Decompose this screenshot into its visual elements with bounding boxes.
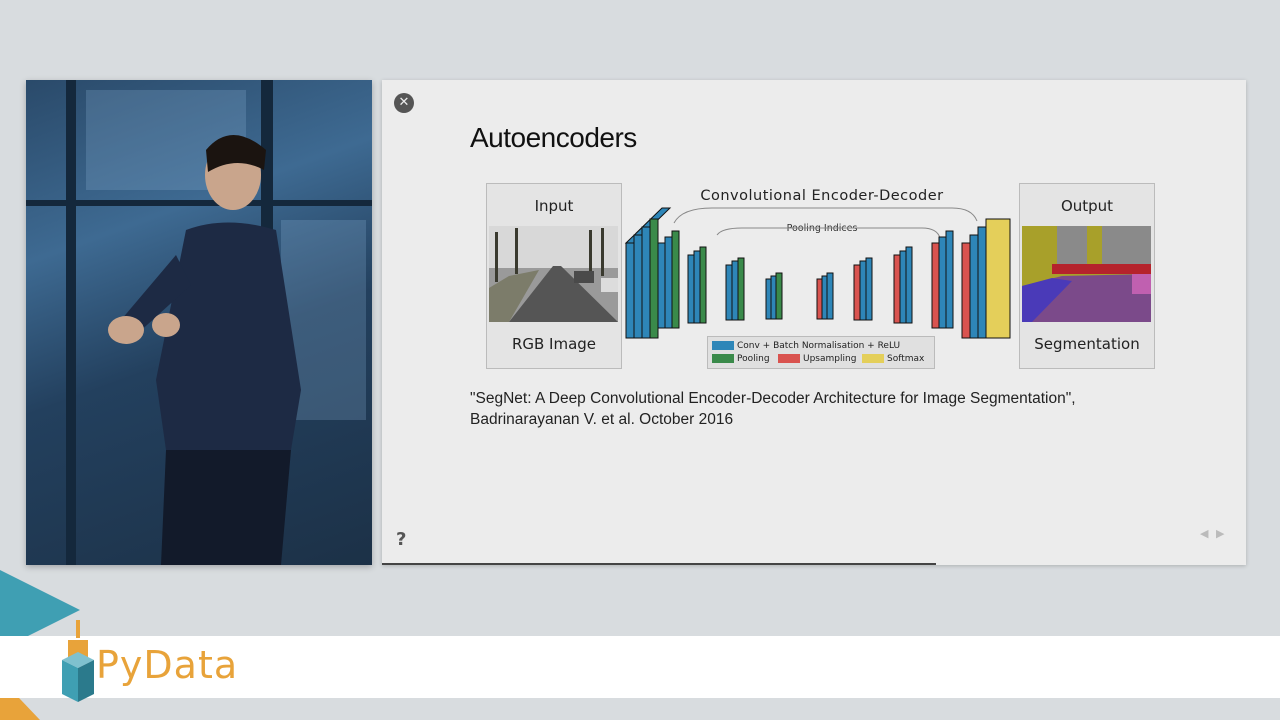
pydata-logo-icon xyxy=(62,620,94,702)
branding-band xyxy=(0,636,1280,698)
output-caption: Segmentation xyxy=(1034,335,1140,353)
close-icon[interactable]: ✕ xyxy=(394,93,414,113)
network-title: Convolutional Encoder-Decoder xyxy=(700,188,944,204)
diagram-legend: Conv + Batch Normalisation + ReLU Poolin… xyxy=(707,336,935,369)
slide-title: Autoencoders xyxy=(470,122,637,153)
slide-progress-bar xyxy=(382,563,936,565)
legend-item: Upsampling xyxy=(778,354,856,364)
speaker-video xyxy=(26,80,372,565)
legend-swatch xyxy=(712,341,734,350)
input-panel: Input RGB Image xyxy=(486,183,622,369)
encoder-decoder-diagram: Convolutional Encoder-Decoder Pooling In… xyxy=(622,183,1022,373)
citation: "SegNet: A Deep Convolutional Encoder-De… xyxy=(470,388,1170,430)
legend-swatch xyxy=(862,354,884,363)
street-image xyxy=(489,226,618,322)
speaker-figure xyxy=(108,135,301,565)
input-caption: RGB Image xyxy=(511,335,597,353)
segmentation-image xyxy=(1022,226,1151,322)
output-panel: Output Segmentation xyxy=(1019,183,1155,369)
input-label: Input xyxy=(534,197,574,215)
slide: ✕ Autoencoders Input RGB Image Convoluti… xyxy=(382,80,1246,565)
network-layers xyxy=(624,207,1011,339)
citation-line-2: Badrinarayanan V. et al. October 2016 xyxy=(470,411,734,428)
pydata-logo-text: PyData xyxy=(96,643,239,687)
legend-item: Pooling xyxy=(712,354,770,364)
output-label: Output xyxy=(1060,197,1114,215)
help-icon[interactable]: ? xyxy=(396,529,407,550)
legend-swatch xyxy=(778,354,800,363)
citation-line-1: "SegNet: A Deep Convolutional Encoder-De… xyxy=(470,390,1076,407)
legend-item: Conv + Batch Normalisation + ReLU xyxy=(712,341,900,351)
legend-swatch xyxy=(712,354,734,363)
legend-item: Softmax xyxy=(862,354,924,364)
slide-nav-arrows[interactable]: ◀ ▶ xyxy=(1200,527,1227,540)
